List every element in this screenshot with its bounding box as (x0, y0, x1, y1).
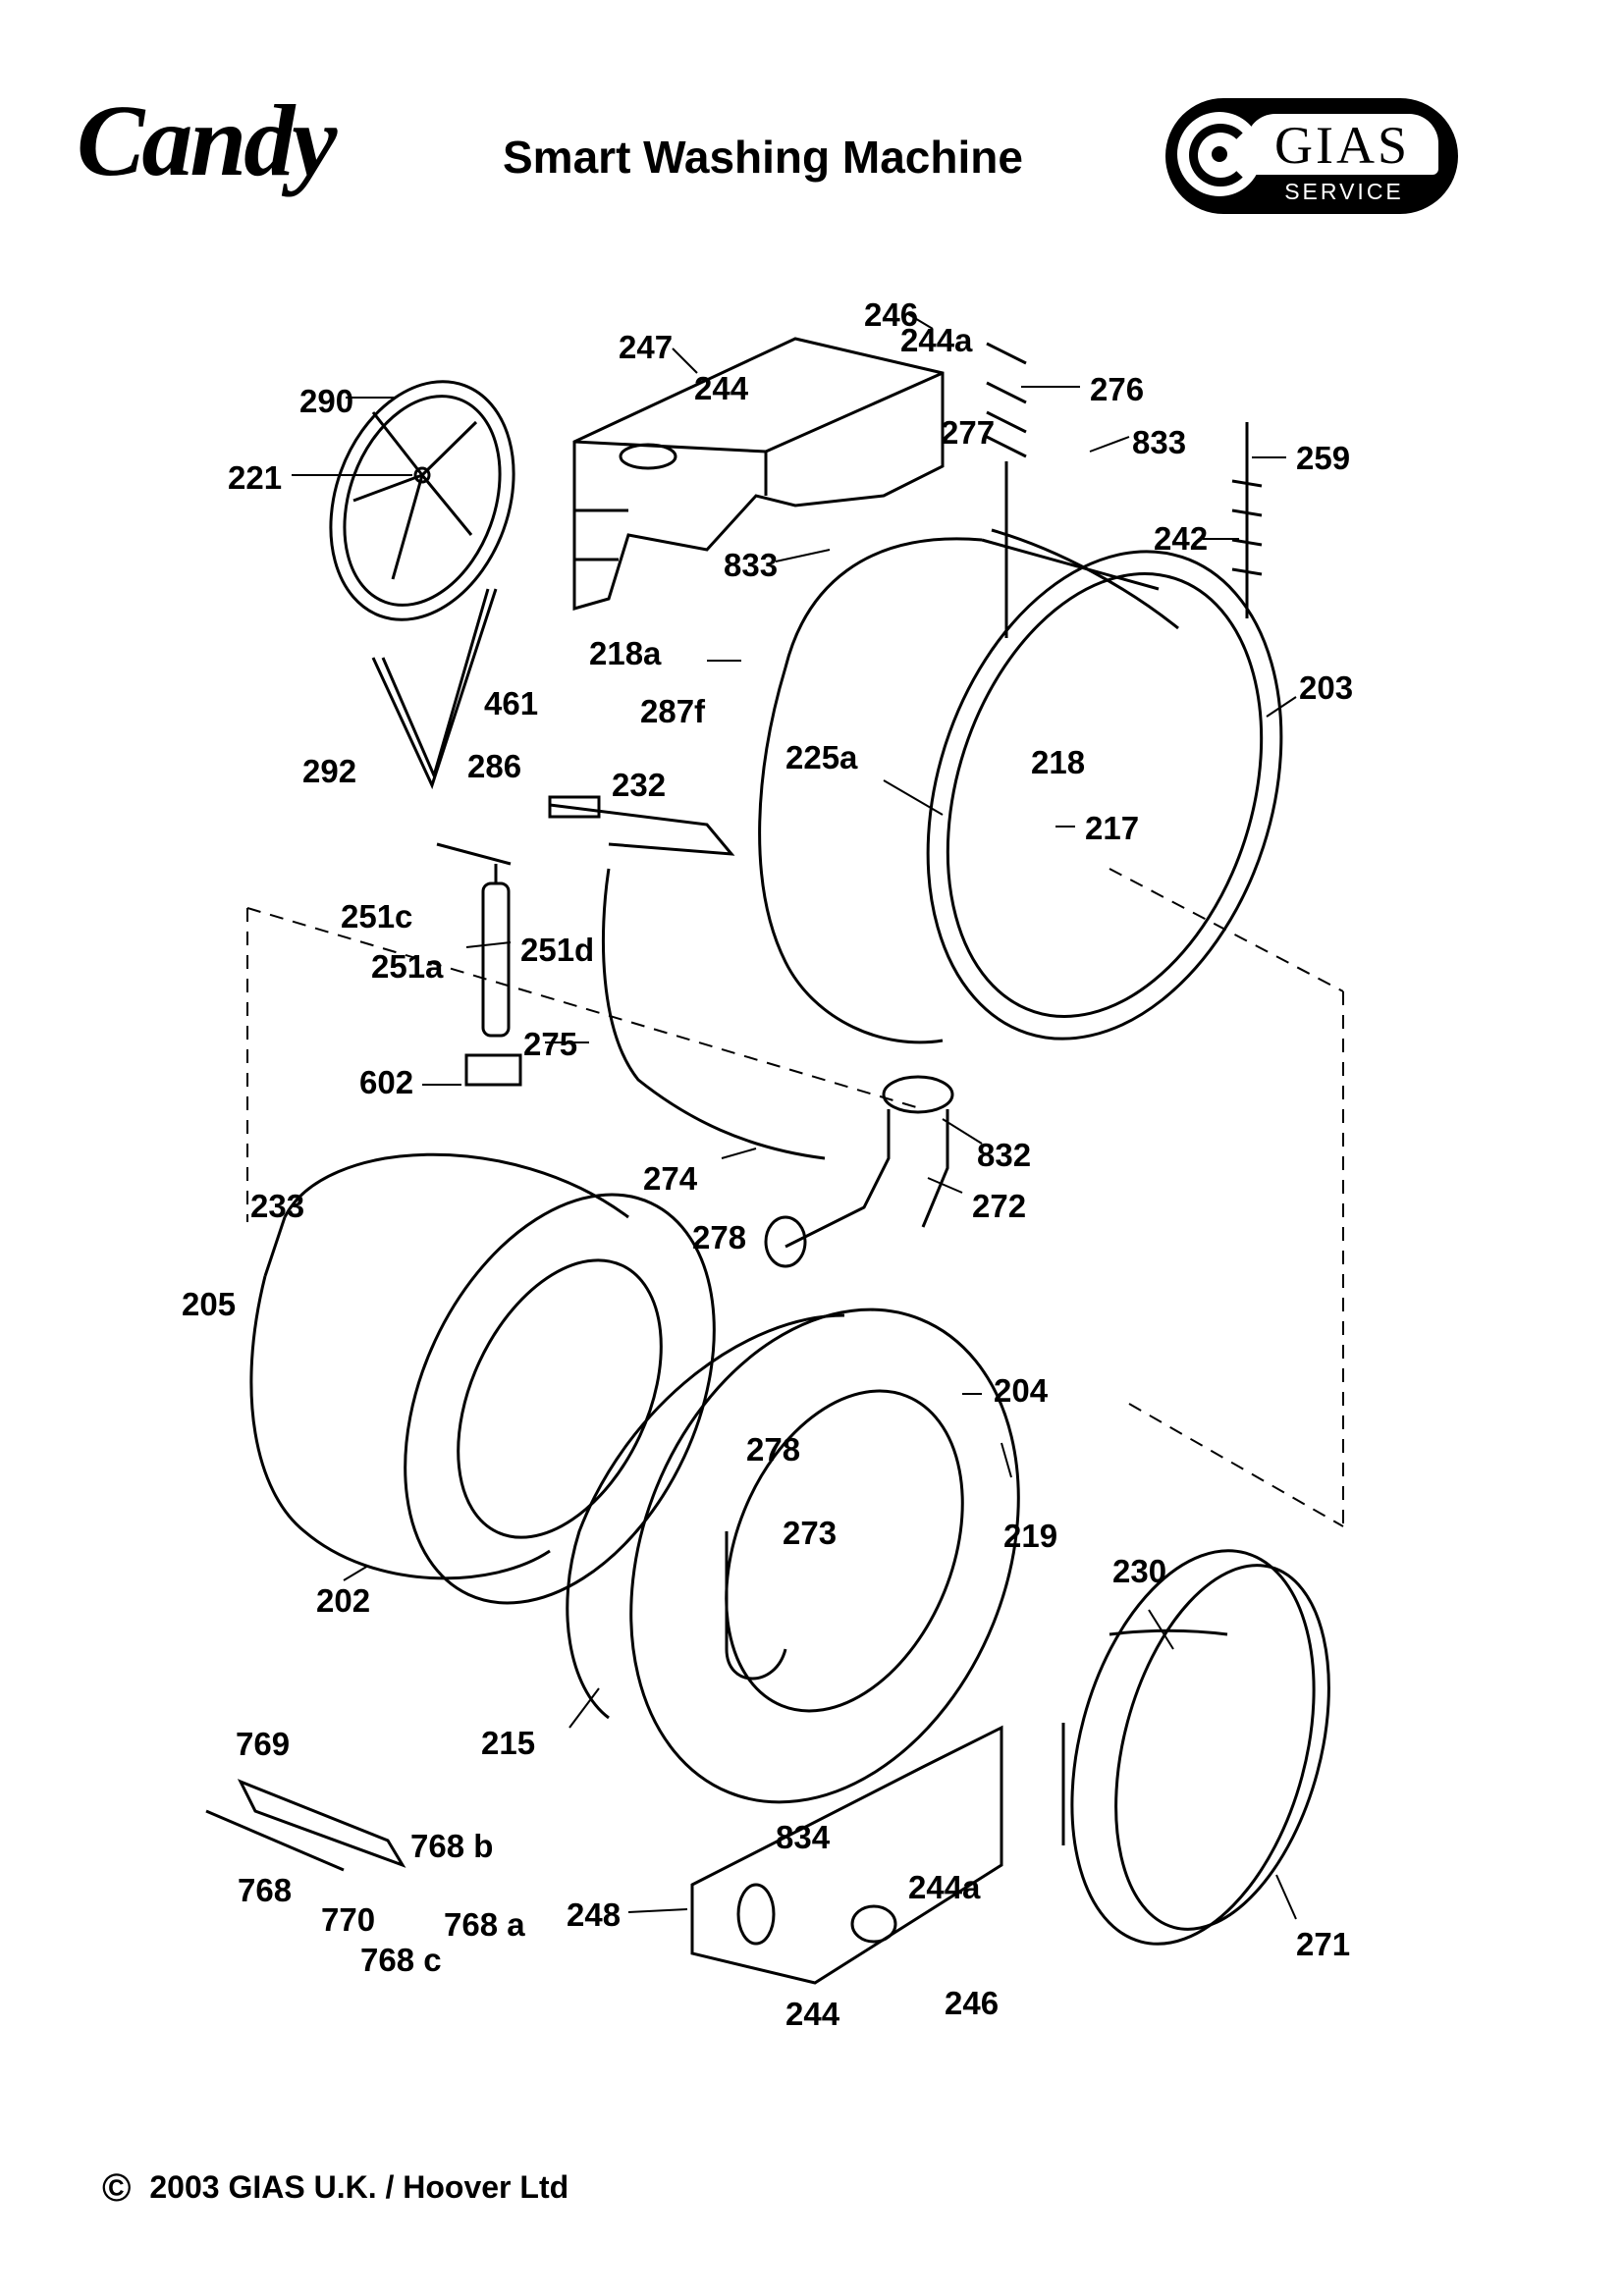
gias-service-logo: GIAS SERVICE (1165, 98, 1458, 214)
part-label-246-bottom: 246 (945, 1985, 999, 2021)
door-seal-shape (1061, 1549, 1330, 1946)
part-label-217: 217 (1085, 810, 1139, 846)
spring-276-shape (986, 342, 1027, 638)
part-label-244-bottom: 244 (785, 1996, 840, 2032)
part-label-251d: 251d (520, 932, 594, 968)
part-label-292: 292 (302, 753, 356, 789)
part-label-246-top: 246 (864, 296, 918, 333)
boundary-line (1128, 1403, 1344, 1527)
part-label-259: 259 (1296, 440, 1350, 476)
part-label-768c: 768 c (360, 1942, 442, 1978)
part-label-769: 769 (236, 1726, 290, 1762)
part-label-461: 461 (484, 685, 538, 721)
part-label-833-left: 833 (724, 547, 778, 583)
shock-absorber-shape (436, 842, 522, 1087)
part-label-602: 602 (359, 1064, 413, 1100)
part-label-204: 204 (994, 1372, 1049, 1409)
drive-belt-shape (371, 588, 498, 790)
part-label-287f: 287f (640, 693, 706, 729)
part-label-768: 768 (238, 1872, 292, 1908)
seal-ring-shape (566, 1313, 845, 1720)
part-label-251a: 251a (371, 948, 444, 985)
part-label-833-right: 833 (1132, 424, 1186, 460)
part-label-218: 218 (1031, 744, 1085, 780)
part-label-225a: 225a (785, 739, 858, 775)
part-label-244a-top: 244a (900, 322, 973, 358)
spring-242-shape (1231, 422, 1263, 618)
copyright-icon: © (102, 2166, 132, 2210)
part-label-768a: 768 a (444, 1906, 525, 1943)
part-label-276: 276 (1090, 371, 1144, 407)
drain-hose-shape (601, 868, 826, 1160)
part-label-230: 230 (1112, 1553, 1166, 1589)
page-header: Candy Smart Washing Machine GIAS SERVICE (0, 0, 1623, 255)
part-label-202: 202 (316, 1582, 370, 1619)
part-label-218a: 218a (589, 635, 662, 671)
part-label-278-top: 278 (692, 1219, 746, 1255)
part-label-248: 248 (567, 1896, 621, 1933)
part-label-286: 286 (467, 748, 521, 784)
part-label-205: 205 (182, 1286, 236, 1322)
sump-hose-shape (764, 1075, 954, 1268)
part-label-290: 290 (299, 383, 353, 419)
candy-logo: Candy (77, 84, 337, 197)
inner-drum-shape (249, 1152, 716, 1605)
bracket-shape (205, 1779, 406, 1872)
part-label-274: 274 (643, 1160, 698, 1197)
part-label-219: 219 (1003, 1518, 1057, 1554)
part-label-247: 247 (619, 329, 673, 365)
part-label-834: 834 (776, 1819, 831, 1855)
part-label-232: 232 (612, 767, 666, 803)
boundary-line (1109, 868, 1344, 992)
part-label-277: 277 (941, 414, 995, 451)
part-label-215: 215 (481, 1725, 535, 1761)
part-label-273: 273 (783, 1515, 837, 1551)
copyright-text: 2003 GIAS U.K. / Hoover Ltd (149, 2169, 569, 2205)
part-label-233: 233 (250, 1188, 304, 1224)
outer-tub-shape (758, 528, 1283, 1044)
part-label-251c: 251c (341, 898, 412, 934)
part-label-275: 275 (523, 1026, 577, 1062)
copyright-footer: © 2003 GIAS U.K. / Hoover Ltd (102, 2166, 568, 2211)
part-label-244a-bottom: 244a (908, 1869, 981, 1905)
part-label-768b: 768 b (410, 1828, 493, 1864)
service-logo-text: SERVICE (1284, 179, 1404, 204)
part-label-221: 221 (228, 459, 282, 496)
counterweight-bottom-shape (690, 1725, 1003, 1985)
part-label-770: 770 (321, 1901, 375, 1938)
page-title: Smart Washing Machine (503, 132, 1023, 183)
leader-lines (292, 313, 1297, 1920)
gias-logo-text: GIAS (1246, 114, 1438, 175)
tub-front-shape (629, 1308, 1020, 1804)
part-label-203: 203 (1299, 669, 1353, 706)
assembly-boundary (246, 868, 1344, 1527)
counterweight-top-shape (572, 337, 945, 611)
part-label-271: 271 (1296, 1926, 1350, 1962)
part-label-272: 272 (972, 1188, 1026, 1224)
heating-element-shape (548, 795, 735, 856)
part-label-242: 242 (1154, 520, 1208, 557)
part-label-832: 832 (977, 1137, 1031, 1173)
part-label-244-top: 244 (694, 370, 749, 406)
part-label-278-bottom: 278 (746, 1431, 800, 1468)
